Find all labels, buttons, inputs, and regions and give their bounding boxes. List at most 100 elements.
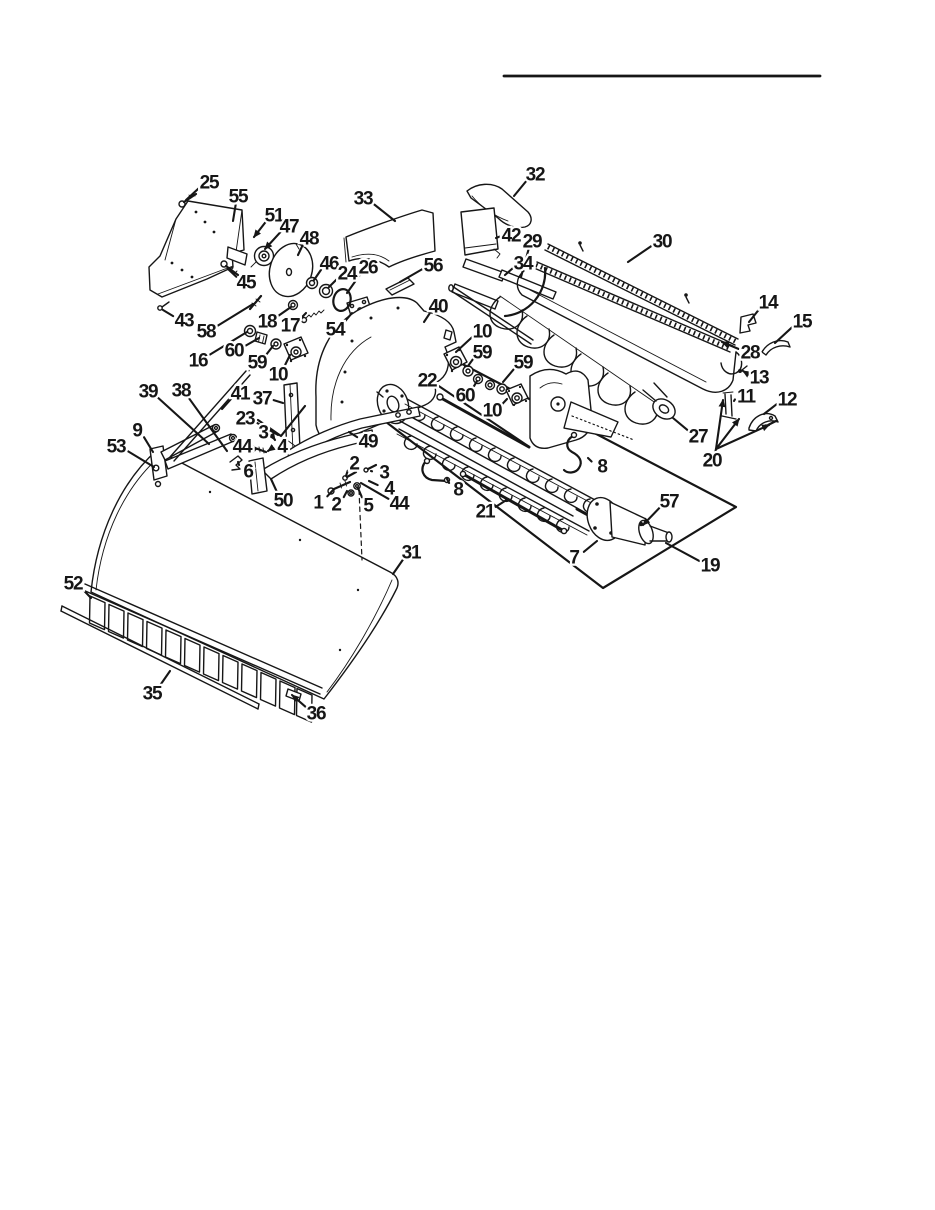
callout-53: 53 [107,437,126,458]
part-screw-43 [157,301,170,311]
callout-33: 33 [354,189,373,210]
callout-55: 55 [229,187,249,208]
part-nut-59b [462,365,474,377]
callout-4: 4 [277,437,288,458]
callout-11: 11 [737,387,756,408]
callout-58: 58 [197,322,216,343]
part-nut-2b [347,489,355,497]
callout-48: 48 [300,229,319,250]
callout-5: 5 [363,496,374,517]
part-disc-48 [268,242,314,298]
diagram-artwork [60,74,822,723]
callout-59: 59 [473,343,492,364]
callout-27: 27 [689,427,708,448]
callout-10: 10 [483,401,502,422]
callout-32: 32 [526,165,545,186]
callout-42: 42 [502,226,521,247]
part-bell-housing [529,368,635,449]
part-thin-strip-35 [60,605,260,710]
callout-1: 1 [313,493,324,514]
callout-14: 14 [759,293,779,314]
part-bearing-flange-10b [443,346,468,373]
callout-49: 49 [359,432,378,453]
part-spacer-60b [472,373,484,385]
rail-bolt [578,241,584,252]
callout-38: 38 [172,381,191,402]
callout-25: 25 [200,173,220,194]
callout-59: 59 [514,353,533,374]
callout-26: 26 [359,258,378,279]
part-spacer-60c [484,379,496,391]
part-hub-47 [250,245,275,268]
part-bearing-housing-10c [505,383,529,407]
callout-2: 2 [349,454,359,475]
part-plate-56 [385,277,415,296]
callout-29: 29 [523,232,542,253]
callout-37: 37 [253,389,272,410]
callout-7: 7 [569,548,579,569]
part-pin-58 [248,294,263,311]
callout-47: 47 [280,217,299,238]
part-idler-shaft [448,284,534,345]
part-nut-59c [496,383,508,395]
callout-2: 2 [331,495,341,516]
callout-50: 50 [274,491,293,512]
callout-40: 40 [429,297,448,318]
part-curved-panel-31 [90,449,399,700]
callout-13: 13 [750,368,769,389]
callout-28: 28 [741,343,760,364]
callout-3: 3 [258,423,268,444]
callout-leaders [81,179,794,709]
callout-56: 56 [424,256,443,277]
part-auger-27 [489,295,676,425]
part-panel-33 [343,209,436,268]
callout-45: 45 [237,273,257,294]
callout-19: 19 [701,556,720,577]
callout-43: 43 [175,311,194,332]
callout-44: 44 [233,437,253,458]
callout-54: 54 [326,320,346,341]
callout-52: 52 [64,574,83,595]
part-channel-50 [248,429,375,495]
part-hook-15 [761,339,791,356]
part-ring-26 [332,288,352,312]
callout-10: 10 [269,365,288,386]
part-clip-6 [229,455,243,471]
callout-18: 18 [258,312,277,333]
part-screw-13 [738,365,748,373]
part-strip-34 [451,258,506,310]
callout-34: 34 [514,254,534,275]
part-slat-strip-52 [82,583,323,723]
callout-39: 39 [139,382,158,403]
callout-21: 21 [476,502,496,523]
callout-59: 59 [248,353,267,374]
part-nut-16 [243,324,257,338]
callout-24: 24 [338,264,358,285]
callout-12: 12 [778,390,797,411]
callout-22: 22 [418,371,437,392]
callout-36: 36 [307,704,326,725]
callout-17: 17 [281,316,300,337]
part-bracket-12 [748,412,779,432]
callout-30: 30 [653,232,672,253]
callout-15: 15 [793,312,813,333]
part-trough-30 [503,241,743,393]
part-hub-7 [586,496,673,546]
part-link-8b [562,431,582,474]
part-screw-3b [363,463,378,473]
part-arm-38 [164,433,238,470]
callout-8: 8 [453,480,463,501]
part-link-8a [421,457,451,484]
callout-35: 35 [143,684,163,705]
callout-8: 8 [597,457,607,478]
rail-bolt [684,293,690,304]
callout-31: 31 [402,543,422,564]
callout-57: 57 [660,492,679,513]
part-tube-41 [169,355,258,462]
callout-9: 9 [132,421,142,442]
callout-46: 46 [320,254,339,275]
callout-20: 20 [703,451,722,472]
